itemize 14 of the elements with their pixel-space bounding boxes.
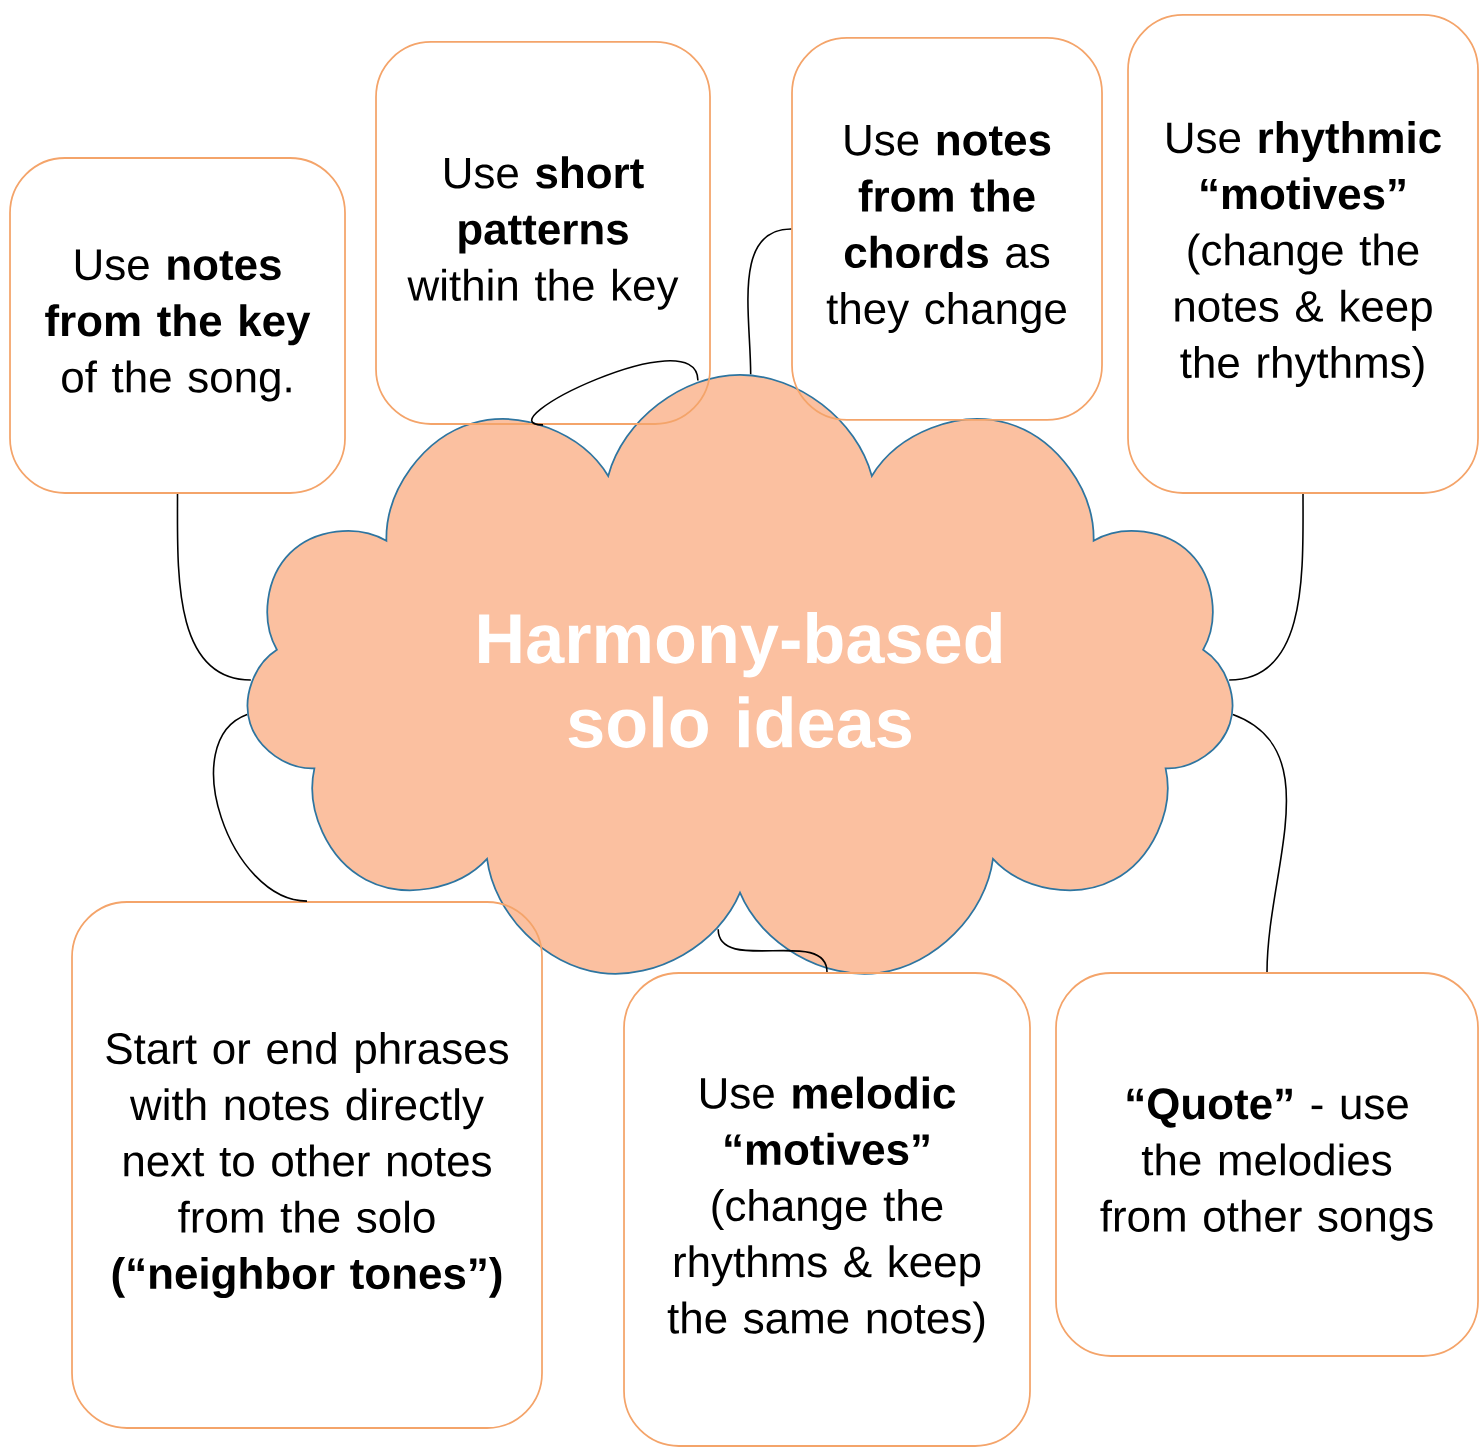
connector-line	[747, 228, 792, 376]
idea-box: Use notes from the chords as they change	[791, 37, 1103, 421]
idea-box: Use rhythmic “motives” (change the notes & keep the rhythms)	[1127, 14, 1479, 494]
connector-line	[1232, 713, 1288, 973]
connector-line	[212, 713, 308, 902]
idea-box: Use short patterns within the key	[375, 41, 711, 425]
idea-box: Use melodic “motives” (change the rhythms & keep the same notes)	[623, 972, 1031, 1447]
idea-box: “Quote” - use the melodies from other songs	[1055, 972, 1479, 1357]
connector-line	[1228, 493, 1304, 681]
connector-line	[176, 493, 252, 681]
connector-line	[531, 360, 699, 426]
idea-box: Use notes from the key of the song.	[9, 157, 346, 494]
connector-line	[717, 928, 828, 973]
idea-box: Start or end phrases with notes directly next to other notes from the solo (“neighbor tones”)	[71, 901, 543, 1429]
